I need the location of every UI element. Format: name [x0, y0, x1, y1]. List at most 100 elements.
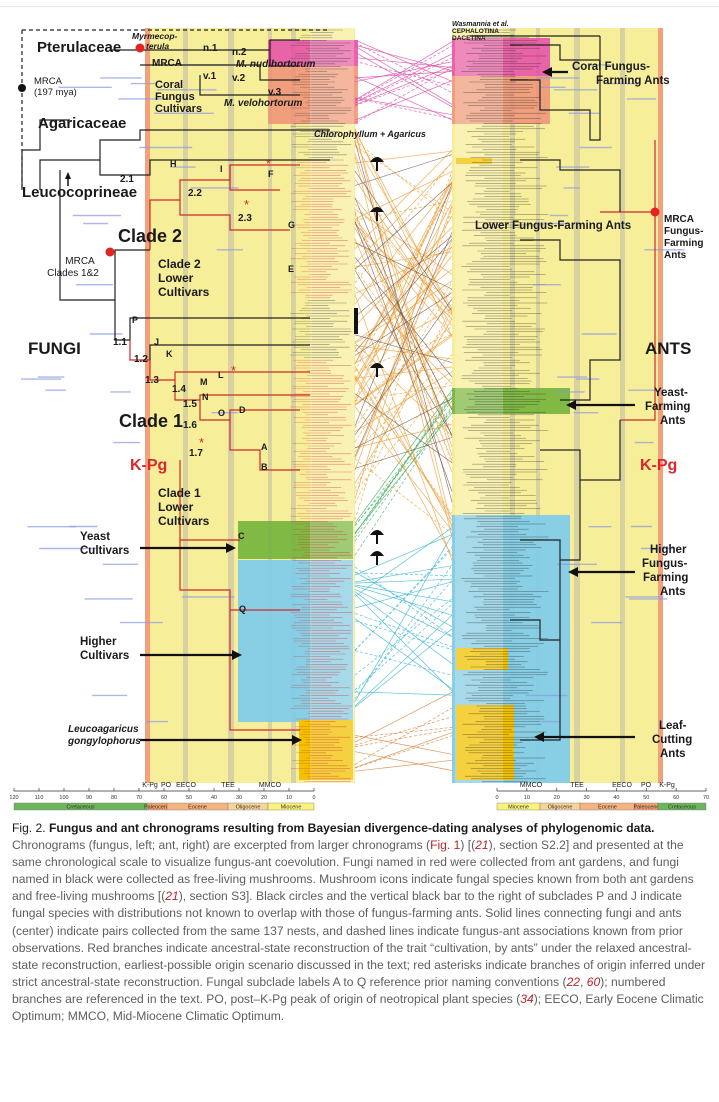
mushroom-icons — [370, 157, 384, 565]
association-line — [354, 759, 453, 772]
association-line — [354, 588, 453, 638]
association-line — [354, 221, 453, 492]
figure-title: Fungus and ant chronograms resulting fro… — [48, 821, 655, 835]
fungi-label: FUNGI — [28, 339, 81, 358]
time-tick-label: 30 — [236, 795, 242, 801]
association-line — [354, 734, 453, 755]
ref-34-link[interactable]: 34 — [520, 991, 534, 1006]
time-tick-label: 10 — [286, 795, 292, 801]
association-line — [354, 145, 453, 213]
association-line — [354, 325, 453, 406]
ref-22-link[interactable]: 22 — [566, 974, 581, 989]
association-line — [354, 691, 453, 696]
association-line — [354, 200, 453, 221]
association-line — [354, 410, 453, 526]
svg-text:H: H — [170, 159, 177, 169]
pterulaceae-label: Pterulaceae — [37, 39, 121, 56]
time-tick-label: 70 — [703, 795, 709, 801]
time-event-label: EECO — [612, 782, 632, 789]
m-velohortorum-label: M. velohortorum — [224, 98, 302, 109]
association-line — [354, 298, 453, 436]
ref-21-link[interactable]: 21 — [165, 889, 179, 904]
association-line — [354, 393, 453, 464]
association-line — [354, 615, 453, 707]
branch-1-1: 1.1 — [113, 337, 127, 348]
association-line — [354, 584, 453, 603]
svg-text:M: M — [200, 377, 208, 387]
svg-text:P: P — [132, 315, 138, 325]
svg-text:B: B — [261, 462, 268, 472]
geologic-period-label: Miocene — [508, 805, 529, 811]
svg-text:Q: Q — [239, 604, 246, 614]
kpg-right-label: K-Pg — [640, 457, 677, 474]
geologic-period-label: Oligocene — [548, 805, 573, 811]
mushroom-icon — [370, 363, 384, 377]
association-line — [354, 140, 453, 220]
svg-text:O: O — [218, 408, 225, 418]
association-line — [354, 527, 453, 597]
association-line — [354, 213, 453, 463]
association-line — [354, 376, 453, 492]
myrmecopterula-line2: terula — [146, 41, 169, 51]
association-line — [354, 242, 453, 290]
right-kpg-bar — [658, 28, 663, 783]
myrmecopterula-line1: Myrmecop- — [132, 31, 178, 41]
association-line — [354, 604, 453, 691]
mrca-clades-dot — [105, 247, 115, 257]
association-line — [354, 727, 453, 738]
background-bands — [145, 28, 663, 783]
fig1-link[interactable]: Fig. 1 — [430, 838, 461, 853]
time-event-label: MMCO — [259, 782, 282, 789]
time-tick-label: 40 — [211, 795, 217, 801]
association-line — [354, 308, 453, 364]
association-line — [354, 206, 453, 520]
association-line — [354, 392, 453, 538]
branch-2-3: 2.3 — [238, 213, 252, 224]
time-tick-label: 30 — [584, 795, 590, 801]
association-line — [354, 598, 453, 676]
time-tick-label: 0 — [495, 795, 498, 801]
asterisk-1-7: * — [199, 435, 204, 450]
association-line — [354, 187, 453, 372]
time-event-label: PO — [161, 782, 172, 789]
association-line — [354, 215, 453, 381]
svg-text:G: G — [288, 220, 295, 230]
association-line — [354, 335, 453, 406]
association-line — [354, 76, 453, 121]
association-line — [354, 235, 453, 317]
svg-text:I: I — [220, 164, 223, 174]
geologic-period-label: Cretaceous — [668, 805, 696, 811]
association-line — [354, 406, 453, 531]
n2-label: n.2 — [232, 47, 247, 58]
association-line — [354, 728, 453, 748]
association-line — [354, 141, 453, 503]
association-line — [354, 150, 453, 164]
association-line — [354, 39, 453, 82]
asterisk-2-3: * — [244, 197, 249, 212]
association-line — [354, 71, 453, 79]
association-line — [354, 305, 453, 504]
association-line — [354, 354, 453, 453]
ref-60-link[interactable]: 60 — [586, 974, 601, 989]
association-line — [354, 69, 453, 107]
association-line — [354, 80, 453, 121]
association-line — [354, 572, 453, 577]
association-line — [354, 60, 453, 86]
association-line — [354, 44, 453, 71]
time-tick-label: 80 — [111, 795, 117, 801]
m-nudihortorum-label: M. nudihortorum — [236, 59, 316, 70]
association-line — [354, 400, 453, 527]
v2-label: v.2 — [232, 73, 246, 84]
association-line — [354, 311, 453, 489]
mrca-coral-dot — [135, 43, 145, 53]
top-divider — [0, 6, 719, 7]
time-tick-label: 120 — [9, 795, 18, 801]
ref-21-link[interactable]: 21 — [475, 838, 489, 853]
svg-text:D: D — [239, 405, 246, 415]
